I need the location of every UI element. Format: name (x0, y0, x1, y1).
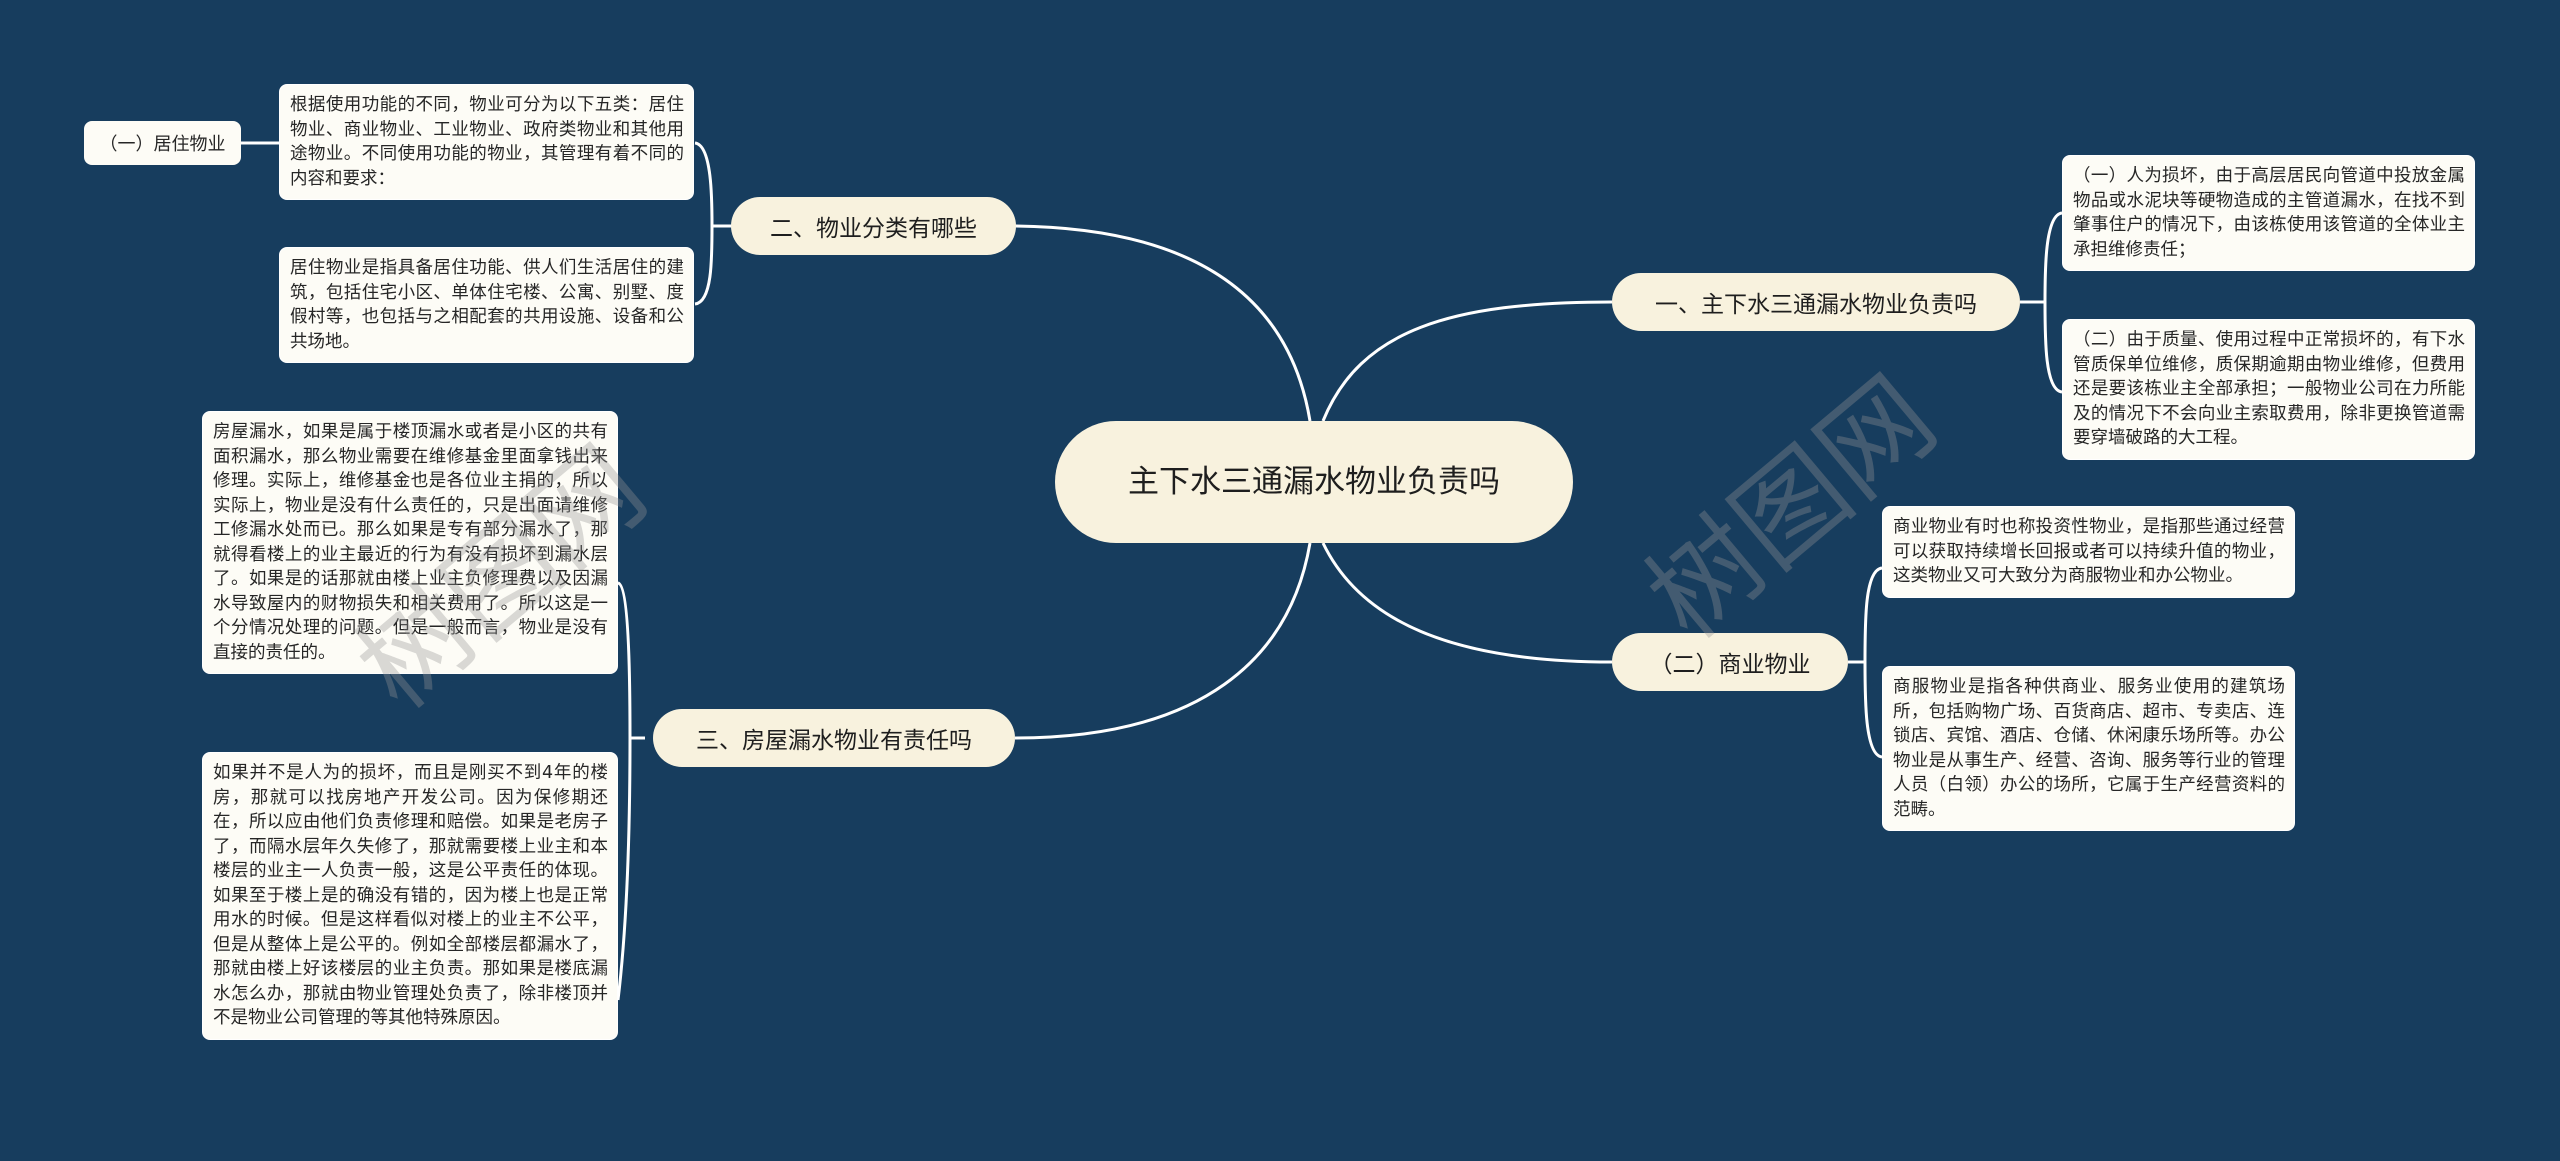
leaf-node-quality-damage[interactable]: （二）由于质量、使用过程中正常损坏的，有下水管质保单位维修，质保期逾期由物业维修… (2062, 319, 2475, 460)
branch-node-property-types[interactable]: 二、物业分类有哪些 (731, 197, 1016, 255)
branch-label: 一、主下水三通漏水物业负责吗 (1655, 292, 1977, 318)
branch-label: 二、物业分类有哪些 (770, 216, 977, 242)
sub-node-label: （一）居住物业 (99, 134, 226, 155)
leaf-node-service-office-property[interactable]: 商服物业是指各种供商业、服务业使用的建筑场所，包括购物广场、百货商店、超市、专卖… (1882, 666, 2295, 831)
branch-node-leak-responsibility[interactable]: 三、房屋漏水物业有责任吗 (653, 709, 1015, 767)
leaf-node-property-five-types[interactable]: 根据使用功能的不同，物业可分为以下五类：居住物业、商业物业、工业物业、政府类物业… (279, 84, 694, 200)
leaf-text: 根据使用功能的不同，物业可分为以下五类：居住物业、商业物业、工业物业、政府类物业… (290, 95, 684, 189)
root-topic-node[interactable]: 主下水三通漏水物业负责吗 (1055, 421, 1573, 543)
root-topic-label: 主下水三通漏水物业负责吗 (1128, 464, 1500, 500)
sub-node-residential[interactable]: （一）居住物业 (84, 121, 241, 165)
leaf-text: 商业物业有时也称投资性物业，是指那些通过经营可以获取持续增长回报或者可以持续升值… (1893, 517, 2285, 586)
leaf-node-commercial-definition[interactable]: 商业物业有时也称投资性物业，是指那些通过经营可以获取持续增长回报或者可以持续升值… (1882, 506, 2295, 598)
branch-label: （二）商业物业 (1649, 652, 1811, 678)
leaf-text: 居住物业是指具备居住功能、供人们生活居住的建筑，包括住宅小区、单体住宅楼、公寓、… (290, 258, 684, 352)
leaf-text: 商服物业是指各种供商业、服务业使用的建筑场所，包括购物广场、百货商店、超市、专卖… (1893, 677, 2285, 820)
leaf-text: 如果并不是人为的损坏，而且是刚买不到4年的楼房，那就可以找房地产开发公司。因为保… (213, 763, 608, 1028)
branch-label: 三、房屋漏水物业有责任吗 (696, 728, 972, 754)
leaf-node-human-damage[interactable]: （一）人为损坏，由于高层居民向管道中投放金属物品或水泥块等硬物造成的主管道漏水，… (2062, 155, 2475, 271)
leaf-node-non-human-damage[interactable]: 如果并不是人为的损坏，而且是刚买不到4年的楼房，那就可以找房地产开发公司。因为保… (202, 752, 618, 1040)
branch-node-commercial-property[interactable]: （二）商业物业 (1612, 633, 1848, 691)
branch-node-main-pipe-leak[interactable]: 一、主下水三通漏水物业负责吗 (1612, 273, 2020, 331)
leaf-node-residential-definition[interactable]: 居住物业是指具备居住功能、供人们生活居住的建筑，包括住宅小区、单体住宅楼、公寓、… (279, 247, 694, 363)
leaf-text: （一）人为损坏，由于高层居民向管道中投放金属物品或水泥块等硬物造成的主管道漏水，… (2073, 166, 2465, 260)
leaf-text: 房屋漏水，如果是属于楼顶漏水或者是小区的共有面积漏水，那么物业需要在维修基金里面… (213, 422, 608, 663)
leaf-node-roof-leak[interactable]: 房屋漏水，如果是属于楼顶漏水或者是小区的共有面积漏水，那么物业需要在维修基金里面… (202, 411, 618, 674)
leaf-text: （二）由于质量、使用过程中正常损坏的，有下水管质保单位维修，质保期逾期由物业维修… (2073, 330, 2465, 448)
